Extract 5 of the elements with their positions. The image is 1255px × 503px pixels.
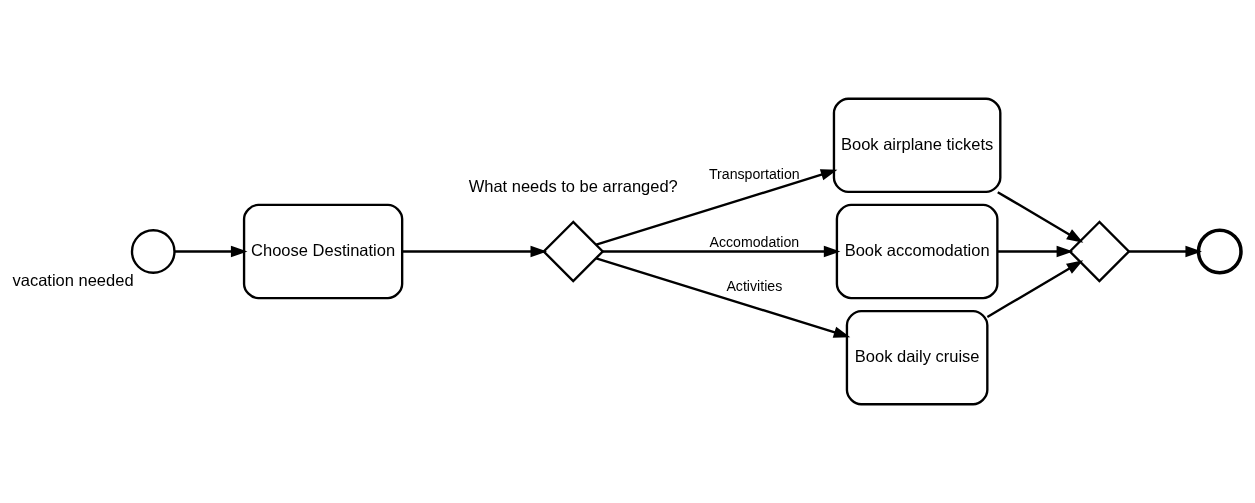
node-label: vacation needed xyxy=(12,270,134,289)
edge-label: Accomodation xyxy=(709,234,800,251)
edge-label: Activities xyxy=(726,278,783,295)
node-label: What needs to be arranged? xyxy=(468,177,678,196)
edge-label: Transportation xyxy=(709,166,800,183)
